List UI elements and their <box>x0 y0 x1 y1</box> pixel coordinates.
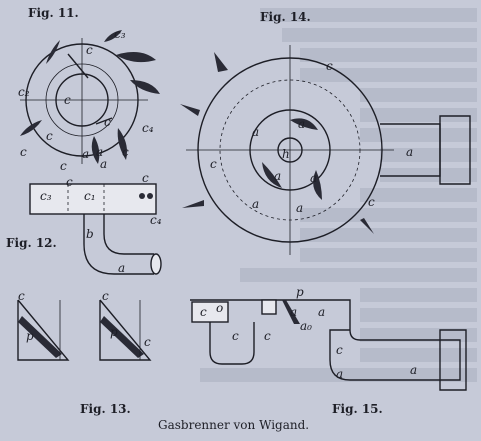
svg-text:a: a <box>410 363 417 377</box>
svg-text:c: c <box>20 145 27 159</box>
svg-text:c₂: c₂ <box>18 85 30 99</box>
svg-text:c: c <box>144 335 151 349</box>
svg-text:p: p <box>26 329 34 343</box>
fig13-drawing <box>17 299 152 361</box>
svg-text:a: a <box>274 169 281 183</box>
svg-text:c: c <box>368 195 375 209</box>
svg-text:a: a <box>336 367 343 381</box>
svg-text:b: b <box>86 227 94 241</box>
svg-text:c₃: c₃ <box>114 27 126 41</box>
svg-text:c: c <box>86 43 93 57</box>
svg-text:c: c <box>104 115 111 129</box>
figure-letter-labels: c₃ c c₂ c c₄ c c a c c a a c c₃ c₁ c c c… <box>18 27 417 381</box>
svg-text:c: c <box>326 59 333 73</box>
svg-text:c₃: c₃ <box>40 189 52 203</box>
fig11-caption: Fig. 11. <box>28 6 79 20</box>
svg-text:c₄: c₄ <box>142 121 154 135</box>
svg-text:c: c <box>336 343 343 357</box>
svg-text:a: a <box>310 171 317 185</box>
svg-text:o: o <box>216 301 223 315</box>
svg-text:c: c <box>60 159 67 173</box>
fig13-caption: Fig. 13. <box>80 402 131 416</box>
svg-text:a₀: a₀ <box>300 319 312 333</box>
svg-text:a: a <box>252 125 259 139</box>
svg-text:c: c <box>46 129 53 143</box>
fig11-drawing <box>20 30 160 164</box>
svg-text:a: a <box>252 197 259 211</box>
svg-text:a: a <box>298 117 305 131</box>
svg-text:c₄: c₄ <box>150 213 162 227</box>
svg-text:c: c <box>102 289 109 303</box>
svg-text:c: c <box>122 145 129 159</box>
svg-text:c: c <box>142 171 149 185</box>
svg-text:a: a <box>290 305 297 319</box>
svg-text:c: c <box>210 157 217 171</box>
svg-text:c: c <box>264 329 271 343</box>
svg-text:c₁: c₁ <box>84 189 96 203</box>
svg-text:a: a <box>100 157 107 171</box>
fig14-drawing <box>180 45 471 255</box>
fig12-caption: Fig. 12. <box>6 236 57 250</box>
svg-text:c: c <box>64 93 71 107</box>
svg-text:c: c <box>200 305 207 319</box>
svg-text:p: p <box>110 325 118 339</box>
svg-text:p: p <box>296 285 304 299</box>
svg-text:a: a <box>406 145 413 159</box>
svg-text:a: a <box>318 305 325 319</box>
fig12-drawing <box>29 183 162 275</box>
svg-text:c: c <box>18 289 25 303</box>
page-title: Gasbrenner von Wigand. <box>158 418 310 432</box>
fig15-drawing <box>190 299 467 391</box>
svg-text:a: a <box>118 261 125 275</box>
fig15-caption: Fig. 15. <box>332 402 383 416</box>
fig14-caption: Fig. 14. <box>260 10 311 24</box>
svg-text:h: h <box>282 147 290 161</box>
svg-text:a: a <box>96 145 103 159</box>
svg-text:c: c <box>66 175 73 189</box>
svg-text:a: a <box>82 147 89 161</box>
svg-text:c: c <box>232 329 239 343</box>
svg-text:a: a <box>296 201 303 215</box>
